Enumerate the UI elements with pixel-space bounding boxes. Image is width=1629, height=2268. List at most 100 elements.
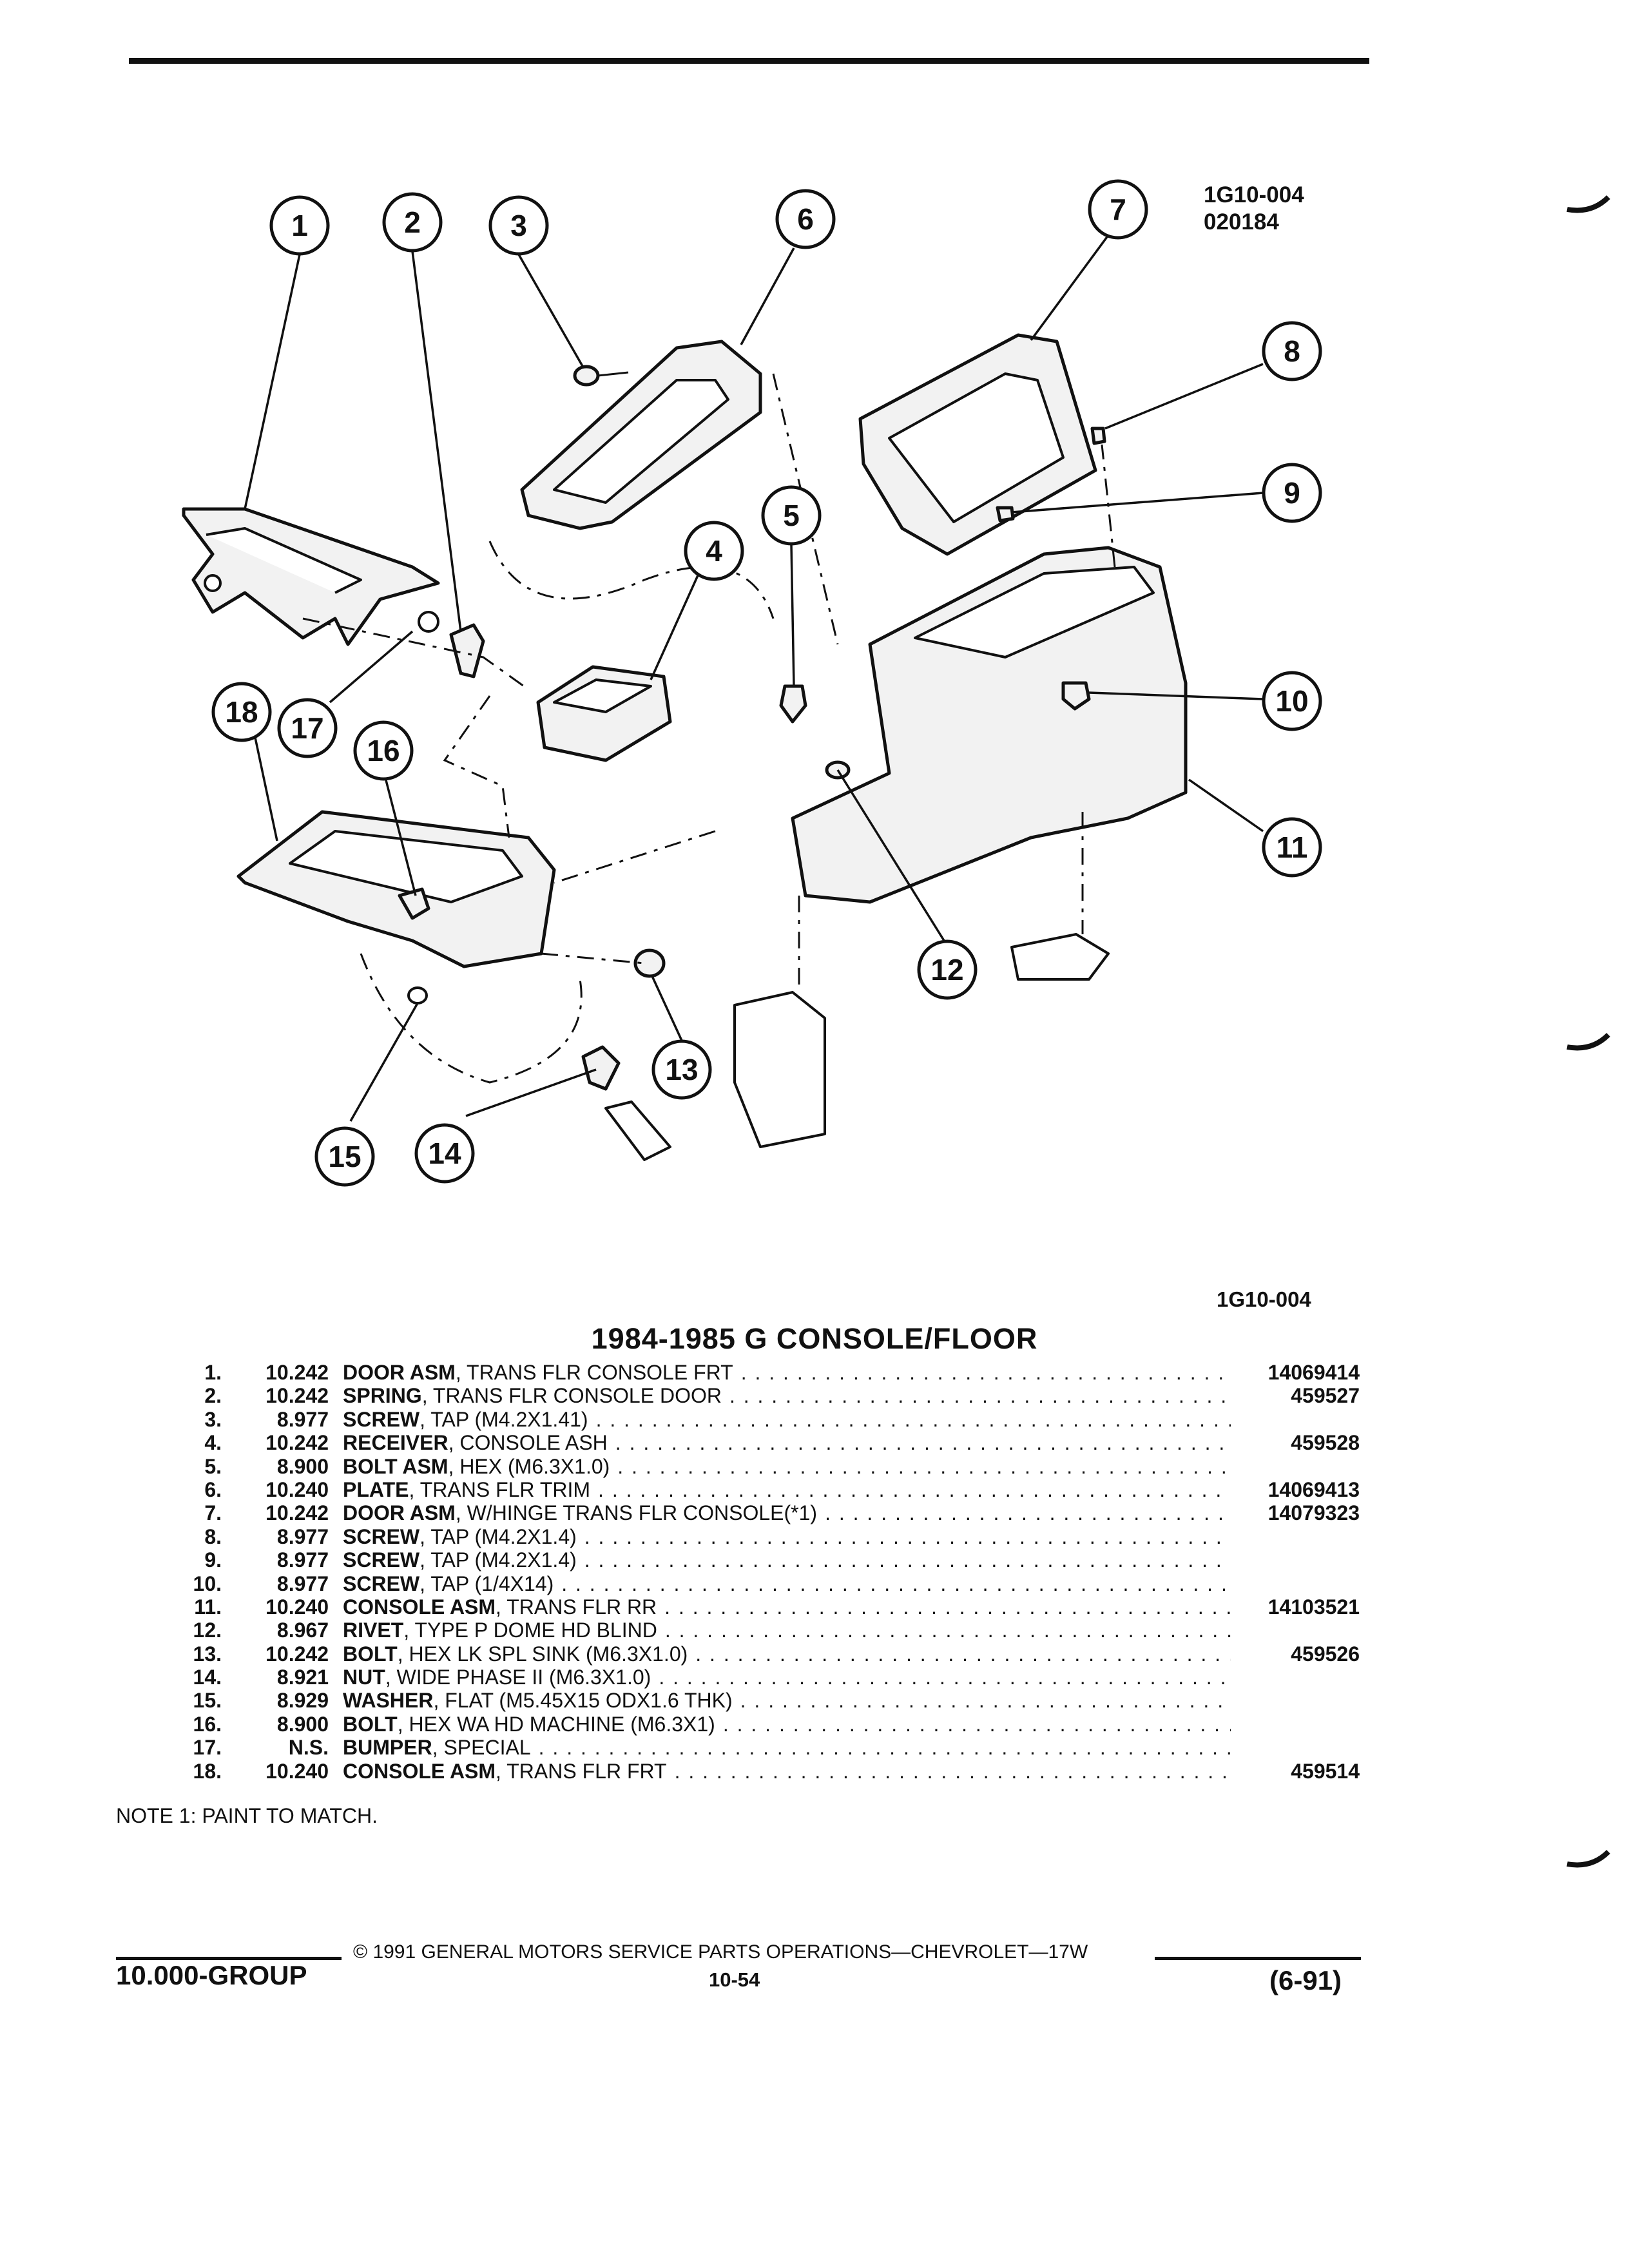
part-front-door [182, 507, 440, 646]
callout-3: 3 [488, 195, 549, 256]
part-spec: , TRANS FLR CONSOLE DOOR [421, 1384, 722, 1408]
leader-dots [715, 1713, 1231, 1736]
leader-dots [722, 1384, 1231, 1407]
part-front-console [236, 810, 556, 968]
item-number: 15. [193, 1689, 222, 1713]
callout-18: 18 [211, 682, 272, 742]
svg-text:11: 11 [1277, 831, 1308, 864]
part-name: SCREW [343, 1571, 420, 1595]
illustration-code: 1G10-004 020184 [1204, 182, 1304, 236]
callout-7: 7 [1088, 179, 1148, 240]
part-trim-plate [520, 340, 762, 530]
group-number: 10.240 [265, 1759, 329, 1783]
part-spec: , TAP (M4.2X1.4) [419, 1524, 577, 1548]
item-number: 16. [193, 1712, 222, 1736]
svg-text:9: 9 [1284, 476, 1300, 510]
part-name: SCREW [343, 1524, 420, 1548]
leader-lines [244, 234, 1264, 1122]
leader-dots [531, 1736, 1231, 1759]
callout-11: 11 [1262, 817, 1322, 878]
callout-4: 4 [684, 521, 744, 581]
part-spec: , W/HINGE TRANS FLR CONSOLE(*1) [455, 1501, 818, 1525]
part-name: DOOR ASM [343, 1501, 456, 1525]
leader-dots [657, 1595, 1231, 1619]
part-screw-10 [1061, 681, 1091, 711]
part-ash-receiver [536, 665, 672, 762]
callout-5: 5 [761, 485, 822, 546]
part-spec: , TAP (1/4X14) [419, 1571, 554, 1595]
part-spec: , HEX LK SPL SINK (M6.3X1.0) [397, 1642, 688, 1666]
callout-6: 6 [775, 189, 836, 249]
group-number: 8.921 [276, 1666, 329, 1689]
svg-text:18: 18 [225, 695, 258, 729]
item-number: 7. [204, 1501, 222, 1525]
item-number: 2. [204, 1384, 222, 1408]
part-number: 14069414 [1268, 1361, 1360, 1384]
binder-mark-icon [1566, 1033, 1610, 1051]
leader-dots [657, 1619, 1231, 1642]
item-number: 17. [193, 1736, 222, 1760]
illustration-number: 1G10-004 [1204, 182, 1304, 207]
svg-text:3: 3 [510, 209, 527, 242]
part-spec: , TRANS FLR RR [496, 1595, 657, 1619]
item-number: 13. [193, 1642, 222, 1666]
group-number: 10.242 [265, 1361, 329, 1384]
part-name: RECEIVER [343, 1431, 448, 1455]
part-spec: , FLAT (M5.45X15 ODX1.6 THK) [433, 1689, 733, 1713]
svg-text:17: 17 [291, 711, 323, 745]
svg-text:13: 13 [665, 1053, 698, 1086]
revision-date: (6-91) [1269, 1965, 1342, 1995]
part-number: 14103521 [1268, 1595, 1360, 1619]
callout-14: 14 [414, 1123, 475, 1184]
callout-2: 2 [382, 192, 443, 253]
footer-rule-left [116, 1957, 342, 1960]
group-number: 10.242 [265, 1384, 329, 1408]
part-spec: , CONSOLE ASH [448, 1431, 608, 1455]
item-number: 4. [204, 1431, 222, 1455]
binder-mark-icon [1566, 195, 1610, 213]
svg-text:4: 4 [706, 534, 722, 568]
item-number: 18. [193, 1759, 222, 1783]
top-rule [129, 58, 1369, 64]
part-spec: , SPECIAL [432, 1736, 531, 1760]
footer-rule-right [1155, 1957, 1361, 1960]
group-number: 8.967 [276, 1619, 329, 1642]
part-name: DOOR ASM [343, 1361, 456, 1384]
part-number: 459528 [1291, 1431, 1360, 1455]
svg-text:15: 15 [328, 1140, 361, 1173]
leader-dots [651, 1666, 1231, 1689]
leader-dots [588, 1408, 1231, 1431]
leader-dots [610, 1455, 1231, 1478]
group-number: 10.240 [265, 1595, 329, 1619]
item-number: 8. [204, 1524, 222, 1548]
item-number: 12. [193, 1619, 222, 1642]
group-number: 8.977 [276, 1407, 329, 1431]
part-spec: , TRANS FLR TRIM [409, 1477, 591, 1501]
leader-dots [733, 1689, 1231, 1712]
part-spec: , TRANS FLR FRT [496, 1759, 667, 1783]
item-number: 10. [193, 1571, 222, 1595]
part-spec: , HEX (M6.3X1.0) [448, 1454, 610, 1478]
leader-dots [733, 1361, 1231, 1384]
part-number: 459514 [1291, 1759, 1360, 1783]
part-spec: , TAP (M4.2X1.4) [419, 1548, 577, 1572]
part-name: WASHER [343, 1689, 434, 1713]
svg-text:8: 8 [1284, 334, 1300, 368]
part-name: RIVET [343, 1619, 404, 1642]
part-bolt-5 [779, 684, 807, 724]
leader-dots [688, 1642, 1231, 1666]
svg-text:5: 5 [783, 499, 800, 532]
part-bolt-13 [633, 948, 666, 978]
illustration-date: 020184 [1204, 209, 1279, 235]
part-number: 14079323 [1268, 1501, 1360, 1525]
floor-bracket-front [733, 991, 826, 1148]
callout-10: 10 [1262, 671, 1322, 731]
part-bumper [418, 611, 439, 633]
part-spring [449, 623, 485, 678]
svg-text:12: 12 [930, 953, 963, 986]
